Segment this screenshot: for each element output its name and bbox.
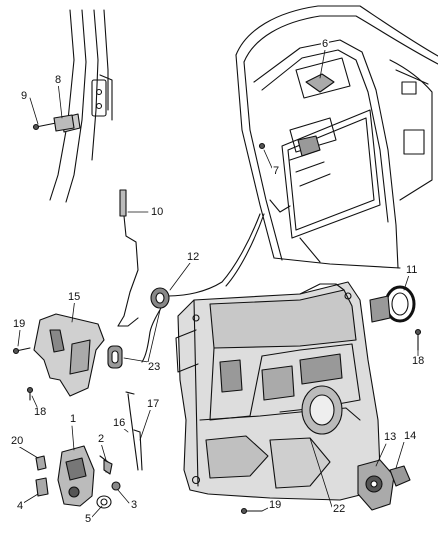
inside-handle-assembly bbox=[12, 313, 105, 401]
callout-20: 19 bbox=[12, 318, 27, 330]
screws-19 bbox=[240, 328, 422, 515]
callout-6: 6 bbox=[321, 38, 330, 50]
screw-7 bbox=[258, 142, 266, 150]
callout-2: 2 bbox=[97, 433, 106, 445]
callout-22: 22 bbox=[332, 503, 347, 515]
door-inner-module bbox=[175, 281, 381, 501]
latch-rods bbox=[125, 391, 143, 471]
latch-cover bbox=[369, 285, 416, 323]
callout-19-upper: 18 bbox=[411, 355, 426, 367]
door-outer-frame bbox=[235, 5, 438, 269]
callout-16: 16 bbox=[112, 417, 127, 429]
body-pillar-drawing bbox=[49, 9, 113, 203]
callout-3: 3 bbox=[130, 499, 139, 511]
callout-12: 12 bbox=[186, 251, 201, 263]
callout-14: 14 bbox=[403, 430, 418, 442]
callout-11: 11 bbox=[405, 264, 419, 276]
window-motor bbox=[357, 459, 411, 511]
leader-lines bbox=[17, 49, 419, 519]
callout-13: 13 bbox=[383, 431, 398, 443]
callout-9: 9 bbox=[20, 90, 29, 102]
striker-parts bbox=[32, 114, 75, 132]
callout-7: 7 bbox=[272, 165, 281, 177]
callout-10: 10 bbox=[150, 206, 165, 218]
callout-4: 4 bbox=[16, 500, 25, 512]
callout-15: 15 bbox=[67, 291, 82, 303]
callout-18: 18 bbox=[33, 406, 48, 418]
callout-21: 20 bbox=[10, 435, 25, 447]
callout-19-lower: 19 bbox=[268, 499, 283, 511]
callout-17: 17 bbox=[146, 398, 161, 410]
lock-rod bbox=[117, 189, 139, 327]
callout-23: 23 bbox=[147, 361, 162, 373]
latch-assembly bbox=[35, 445, 121, 509]
callout-1: 1 bbox=[69, 413, 78, 425]
callout-8: 8 bbox=[54, 74, 63, 86]
callout-5: 5 bbox=[84, 513, 93, 525]
grommet bbox=[107, 345, 123, 369]
remote-cable bbox=[141, 213, 265, 363]
